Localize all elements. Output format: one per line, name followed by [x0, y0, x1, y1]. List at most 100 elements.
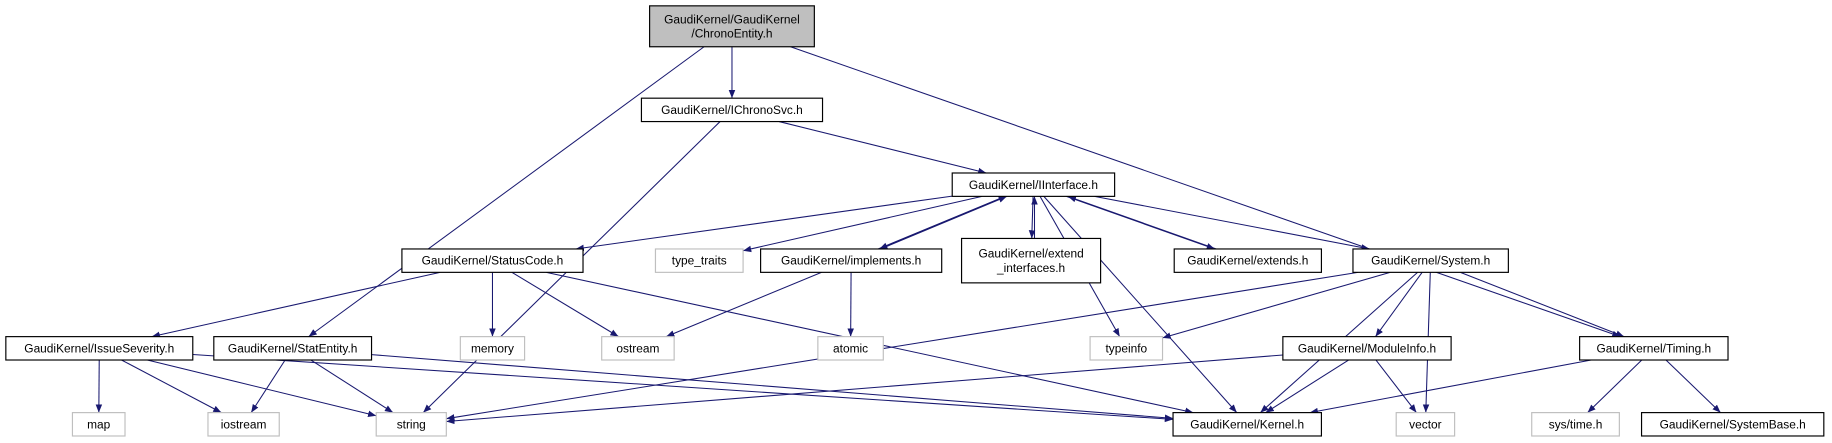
edge-iinterface-to-statuscode	[575, 195, 953, 252]
edge-system-to-moduleinfo	[1375, 272, 1423, 337]
node-timing[interactable]: GaudiKernel/Timing.h	[1579, 336, 1729, 361]
edge-issueseverity-to-iostream	[121, 359, 222, 414]
node-box	[375, 412, 447, 437]
node-iinterface[interactable]: GaudiKernel/IInterface.h	[951, 172, 1116, 197]
nodes: GaudiKernel/GaudiKernel/ChronoEntity.hGa…	[5, 5, 1825, 437]
node-statuscode[interactable]: GaudiKernel/StatusCode.h	[401, 248, 584, 273]
edge-statuscode-to-ostream	[511, 271, 619, 338]
node-issueseverity[interactable]: GaudiKernel/IssueSeverity.h	[5, 336, 194, 361]
node-label: GaudiKernel/StatEntity.h	[228, 341, 357, 355]
edge-iinterface-to-system	[1094, 195, 1370, 251]
node-box	[401, 248, 584, 273]
node-kernel[interactable]: GaudiKernel/Kernel.h	[1172, 412, 1323, 437]
edge-statentity-to-iostream	[250, 359, 286, 413]
node-label: GaudiKernel/IInterface.h	[969, 178, 1098, 192]
node-systime: sys/time.h	[1531, 412, 1620, 437]
node-label: vector	[1409, 417, 1441, 431]
node-string: string	[375, 412, 447, 437]
edge-statuscode-to-issueseverity	[151, 271, 441, 339]
edge-iinterface-to-implements	[878, 195, 1006, 250]
node-label: GaudiKernel/Timing.h	[1596, 341, 1711, 355]
node-label: GaudiKernel/IssueSeverity.h	[24, 341, 174, 355]
node-label: GaudiKernel/implements.h	[781, 254, 921, 268]
node-box	[1282, 336, 1452, 361]
node-systembase[interactable]: GaudiKernel/SystemBase.h	[1640, 412, 1825, 437]
node-label: string	[397, 417, 426, 431]
node-label: GaudiKernel/extends.h	[1187, 254, 1308, 268]
node-system[interactable]: GaudiKernel/System.h	[1352, 248, 1509, 273]
node-map: map	[71, 412, 126, 437]
node-label: typeinfo	[1105, 341, 1147, 355]
node-chrono[interactable]: GaudiKernel/GaudiKernel/ChronoEntity.h	[649, 5, 815, 48]
edge-iinterface-to-kernel	[1043, 196, 1238, 413]
node-box	[1579, 336, 1729, 361]
node-extend_interfaces[interactable]: GaudiKernel/extend_interfaces.h	[960, 237, 1102, 284]
node-memory: memory	[459, 336, 526, 361]
node-box	[1395, 412, 1456, 437]
edge-iinterface-to-type_traits	[742, 195, 983, 253]
node-box	[817, 336, 884, 361]
node-label: atomic	[833, 341, 868, 355]
node-box	[1173, 248, 1323, 273]
edge-statentity-to-kernel	[371, 354, 1174, 422]
edge-timing-to-systime	[1587, 359, 1643, 413]
node-label: map	[87, 417, 111, 431]
node-label: GaudiKernel/GaudiKernel	[664, 12, 800, 26]
node-label: GaudiKernel/SystemBase.h	[1660, 417, 1806, 431]
edges	[95, 46, 1721, 425]
node-box	[960, 237, 1102, 284]
node-vector: vector	[1395, 412, 1456, 437]
node-iostream: iostream	[207, 412, 280, 437]
edge-iinterface-to-extend_interfaces	[1028, 196, 1036, 239]
node-box	[654, 248, 744, 273]
node-label: _interfaces.h	[996, 261, 1065, 275]
node-atomic: atomic	[817, 336, 884, 361]
edge-issueseverity-to-string	[147, 359, 377, 418]
node-extends[interactable]: GaudiKernel/extends.h	[1173, 248, 1323, 273]
edge-statentity-to-string	[310, 359, 394, 414]
node-label: sys/time.h	[1549, 417, 1603, 431]
node-label: GaudiKernel/IChronoSvc.h	[661, 103, 803, 117]
edge-chrono-to-statentity	[308, 46, 705, 338]
edge-system-to-timing	[1460, 271, 1625, 338]
node-typeinfo: typeinfo	[1089, 336, 1164, 361]
node-type_traits: type_traits	[654, 248, 744, 273]
node-label: /ChronoEntity.h	[691, 26, 772, 40]
edge-chrono-to-timing	[790, 46, 1621, 338]
node-box	[1640, 412, 1825, 437]
edge-moduleinfo-to-kernel	[1265, 359, 1349, 414]
edge-moduleinfo-to-vector	[1375, 359, 1417, 413]
edge-moduleinfo-to-string	[446, 354, 1283, 425]
node-box	[1172, 412, 1323, 437]
node-label: GaudiKernel/ModuleInfo.h	[1298, 341, 1436, 355]
node-label: memory	[471, 341, 514, 355]
edge-system-to-string	[446, 271, 1358, 421]
node-label: GaudiKernel/Kernel.h	[1190, 417, 1304, 431]
node-box	[213, 336, 373, 361]
node-box	[207, 412, 280, 437]
node-label: GaudiKernel/System.h	[1371, 254, 1490, 268]
node-box	[649, 5, 815, 48]
edge-ichrono-to-iinterface	[778, 121, 987, 175]
node-label: GaudiKernel/extend	[978, 247, 1083, 261]
node-label: iostream	[221, 417, 267, 431]
node-box	[760, 248, 943, 273]
edge-timing-to-systembase	[1665, 359, 1721, 413]
node-box	[601, 336, 675, 361]
node-box	[1089, 336, 1164, 361]
node-statentity[interactable]: GaudiKernel/StatEntity.h	[213, 336, 373, 361]
node-label: GaudiKernel/StatusCode.h	[422, 254, 564, 268]
node-box	[71, 412, 126, 437]
edge-system-to-typeinfo	[1162, 271, 1391, 339]
edge-issueseverity-to-kernel	[192, 353, 1174, 423]
node-box	[1352, 248, 1509, 273]
node-box	[459, 336, 526, 361]
node-ichrono[interactable]: GaudiKernel/IChronoSvc.h	[640, 97, 824, 123]
node-implements[interactable]: GaudiKernel/implements.h	[760, 248, 943, 273]
node-moduleinfo[interactable]: GaudiKernel/ModuleInfo.h	[1282, 336, 1452, 361]
edge-implements-to-iinterface	[880, 195, 1008, 250]
node-label: ostream	[616, 341, 659, 355]
edge-extends-to-iinterface	[1067, 195, 1217, 250]
edge-timing-to-kernel	[1309, 359, 1592, 415]
